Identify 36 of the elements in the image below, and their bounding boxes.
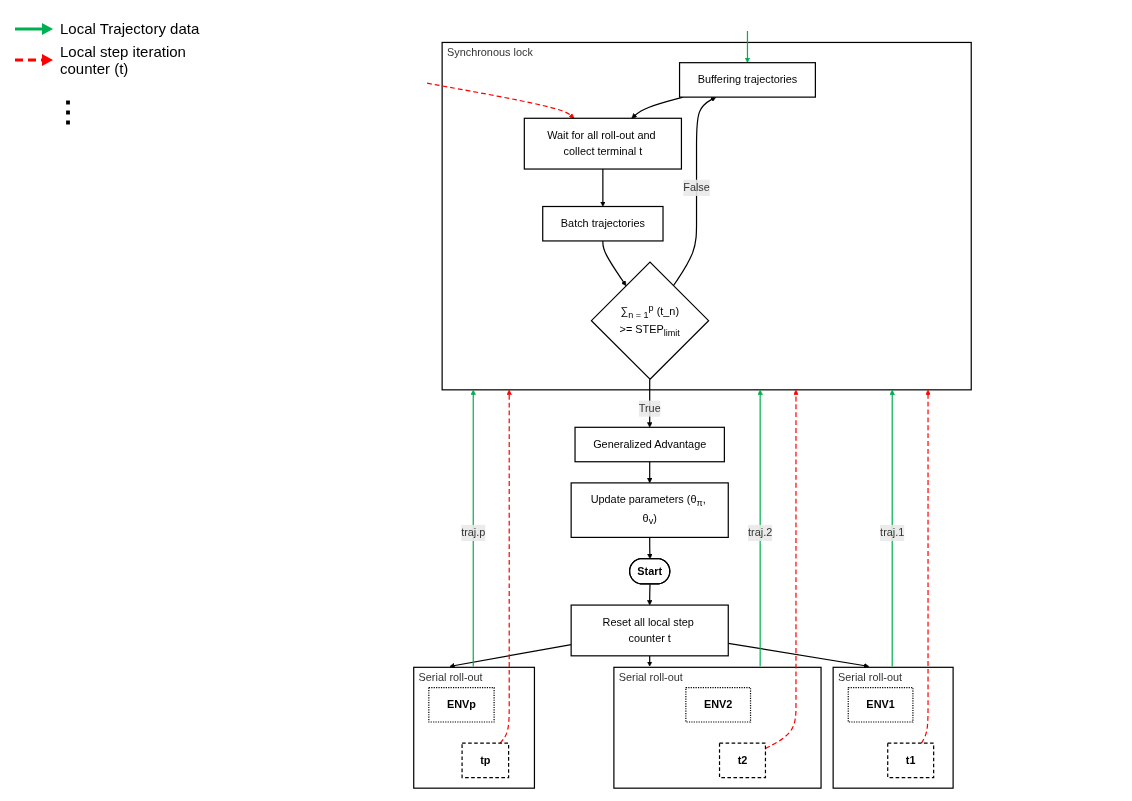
node-box: Reset all local step counter t [570,604,729,657]
arrow [672,96,717,287]
node-box: Buffering trajectories [678,62,816,98]
node-box: Generalized Advantage [574,426,725,463]
legend-text: Local Trajectory data [60,20,200,37]
node-box: tp [461,742,510,779]
arrow [647,536,653,560]
node-box: Batch trajectories [542,205,664,242]
node-box: Wait for all roll-out and collect terminal t [523,117,683,170]
arrow [470,389,476,667]
node-box: Update parameters (θ$_{π}$, θ$_{v}$) [570,482,729,538]
edge-label: False [683,181,710,194]
node-box: t2 [718,742,767,779]
arrow [920,389,931,744]
node-diamond: ∑$_{n = 1}$$^{p}$ (t_n) >= STEP$_{limit}$ [590,261,710,381]
edge-label: traj.2 [748,526,773,539]
arrow [602,240,627,286]
arrow [449,643,572,669]
arrow [744,30,751,63]
edge-label: traj.1 [880,526,905,539]
edge-label: traj.p [461,526,486,539]
legend-text: Local step iteration counter (t) [60,43,187,77]
arrow [499,389,512,744]
arrow [757,389,763,667]
arrow [647,583,653,606]
arrow [600,168,606,207]
node-box: ENVp [428,686,495,723]
edge-label: True [638,402,661,415]
ellipsis-label: ⋮ [54,95,83,128]
node-box: ENV2 [685,686,752,723]
arrow [647,461,653,484]
node-box: ENV1 [847,686,914,723]
arrow [647,655,653,667]
arrow [426,82,575,119]
arrow [889,389,895,667]
node-box: t1 [887,742,935,779]
